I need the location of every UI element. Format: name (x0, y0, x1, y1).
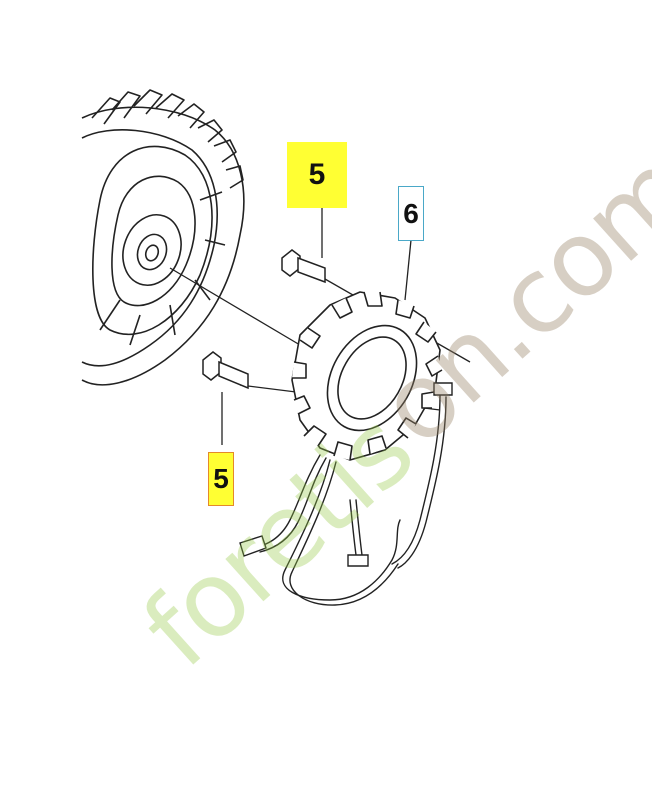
wire-terminals (239, 382, 453, 567)
callout-top-5-highlight (287, 142, 347, 208)
bolt-lower (202, 351, 249, 390)
callout-bottom-5: 5 (208, 452, 234, 506)
callout-6: 6 (398, 186, 424, 241)
flywheel-fan (81, 89, 245, 386)
bolt-upper (281, 249, 326, 284)
ignition-stator (291, 291, 443, 461)
stator-wires (254, 394, 447, 606)
callout-bottom-5-highlight (208, 452, 234, 506)
callout-top-5: 5 (308, 158, 326, 191)
